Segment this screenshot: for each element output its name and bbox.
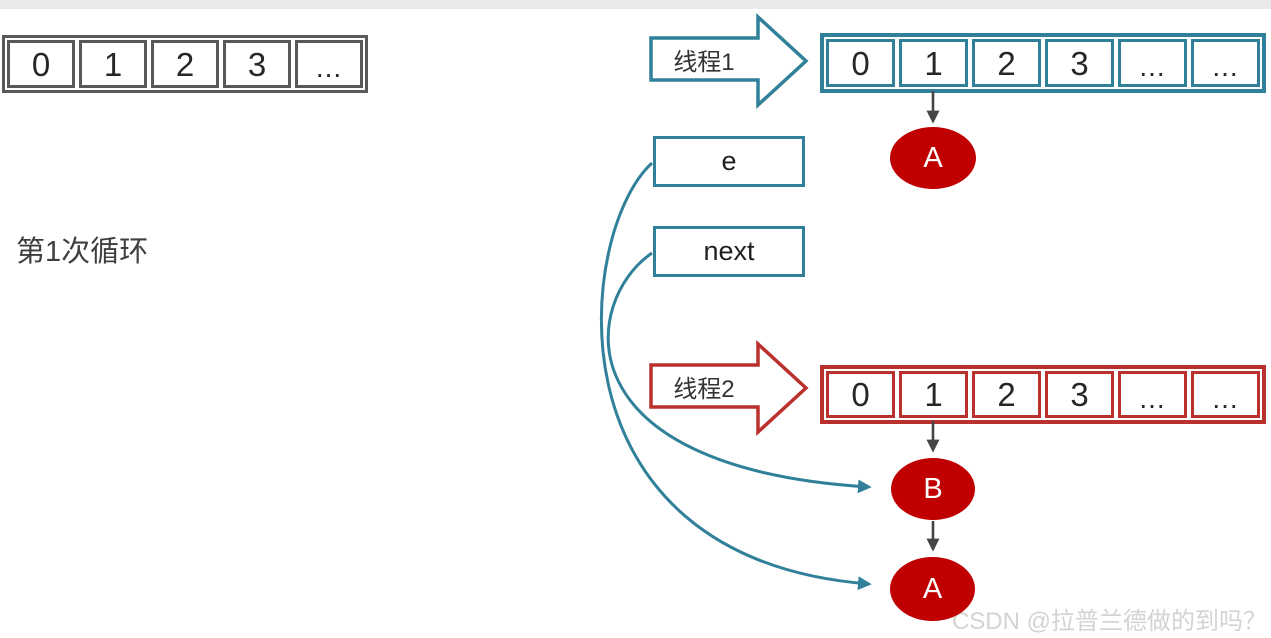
array-cell: 1 bbox=[79, 40, 147, 88]
var-next-box: next bbox=[653, 226, 805, 277]
thread2-label: 线程2 bbox=[673, 375, 735, 403]
array-cell: 0 bbox=[826, 39, 895, 87]
array-cell-ellipsis: ... bbox=[1191, 39, 1260, 87]
array-cell: 0 bbox=[7, 40, 75, 88]
watermark-text: CSDN @拉普兰德做的到吗？ bbox=[951, 608, 1267, 635]
array-cell-ellipsis: ... bbox=[1191, 371, 1260, 418]
thread1-array: 0 1 2 3 ... ... bbox=[820, 33, 1266, 93]
iteration-label: 第1次循环 bbox=[16, 236, 149, 268]
array-cell: 3 bbox=[223, 40, 291, 88]
array-cell-ellipsis: ... bbox=[1118, 371, 1187, 418]
array-cell: 1 bbox=[899, 371, 968, 418]
top-strip bbox=[0, 0, 1271, 9]
thread1-arrow-shape bbox=[649, 13, 809, 109]
node-b-thread2: B bbox=[891, 458, 975, 520]
array-cell: 2 bbox=[972, 371, 1041, 418]
array-cell-ellipsis: ... bbox=[295, 40, 363, 88]
array-cell-ellipsis: ... bbox=[1118, 39, 1187, 87]
array-cell: 0 bbox=[826, 371, 895, 418]
array-cell: 3 bbox=[1045, 371, 1114, 418]
thread2-array: 0 1 2 3 ... ... bbox=[820, 365, 1266, 424]
array-cell: 2 bbox=[972, 39, 1041, 87]
thread1-label: 线程1 bbox=[673, 48, 735, 76]
node-a-thread2: A bbox=[890, 557, 975, 621]
array-cell: 3 bbox=[1045, 39, 1114, 87]
node-a-thread1: A bbox=[890, 127, 976, 189]
var-e-box: e bbox=[653, 136, 805, 187]
array-cell: 1 bbox=[899, 39, 968, 87]
array-cell: 2 bbox=[151, 40, 219, 88]
initial-array: 0 1 2 3 ... bbox=[2, 35, 368, 93]
